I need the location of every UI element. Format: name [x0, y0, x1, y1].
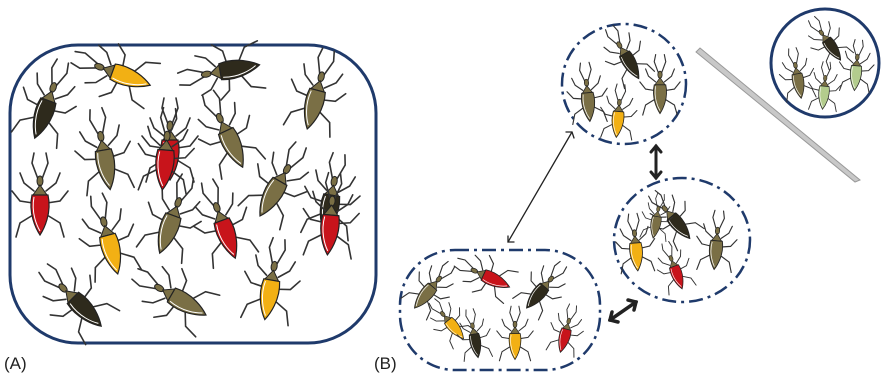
insect-body	[817, 86, 830, 110]
insect-body	[26, 97, 57, 141]
insect-body	[849, 65, 862, 91]
insect	[64, 31, 162, 112]
insect-head	[317, 71, 325, 82]
insect-thorax	[510, 327, 519, 334]
insect	[650, 237, 699, 296]
arrow-top-bottom	[508, 132, 572, 242]
arrow-right-bottom	[610, 302, 636, 320]
insect	[69, 188, 145, 284]
insect-head	[212, 202, 221, 213]
insect-head	[174, 197, 183, 208]
insect-body	[669, 264, 687, 290]
insect-thorax	[630, 236, 640, 244]
insect-body	[555, 328, 572, 354]
insect-thorax	[852, 59, 861, 66]
insect-thorax	[614, 105, 624, 112]
insect	[565, 61, 610, 125]
insect-head	[100, 216, 108, 227]
insect-body	[151, 212, 182, 256]
insect	[837, 38, 876, 93]
insect-head	[668, 255, 673, 262]
panel-a-insects	[8, 31, 367, 348]
insect	[235, 131, 325, 232]
insect-body	[610, 111, 624, 138]
insect	[497, 306, 533, 361]
insect	[448, 244, 520, 306]
insect-body	[99, 233, 127, 276]
insect-body	[666, 212, 695, 242]
insect	[806, 61, 843, 112]
insect-head	[94, 62, 105, 71]
insect-body	[298, 88, 326, 131]
insect-body	[708, 240, 724, 270]
insect	[511, 252, 579, 322]
insect	[68, 104, 138, 196]
insect-head	[49, 82, 58, 93]
insect-body	[822, 37, 845, 64]
insect-thorax	[655, 78, 665, 85]
insect-body	[109, 63, 153, 94]
panel-b-bottom-insects	[399, 244, 590, 362]
panel-b-label: (B)	[374, 354, 397, 374]
insect	[399, 252, 467, 322]
insect	[133, 167, 214, 265]
insect-thorax	[582, 85, 593, 93]
insect-body	[410, 283, 438, 313]
insect	[174, 37, 266, 107]
insect	[12, 153, 68, 237]
insect	[181, 172, 262, 270]
insect	[694, 209, 739, 273]
panel-a-label: (A)	[4, 354, 27, 374]
insect	[23, 248, 122, 347]
insect-body	[522, 283, 550, 313]
insect-body	[153, 149, 175, 190]
insect-body	[318, 214, 340, 255]
insect	[544, 301, 589, 358]
insect-body	[213, 217, 244, 261]
insect	[121, 250, 222, 340]
insect-body	[218, 127, 251, 171]
insect-body	[67, 292, 108, 333]
insect-head	[566, 318, 571, 325]
insect-thorax	[712, 233, 723, 241]
insect	[636, 180, 706, 252]
insect	[183, 81, 269, 181]
insect-thorax	[33, 185, 47, 195]
insect	[237, 234, 307, 326]
insect-thorax	[820, 80, 829, 86]
insect	[598, 83, 639, 141]
